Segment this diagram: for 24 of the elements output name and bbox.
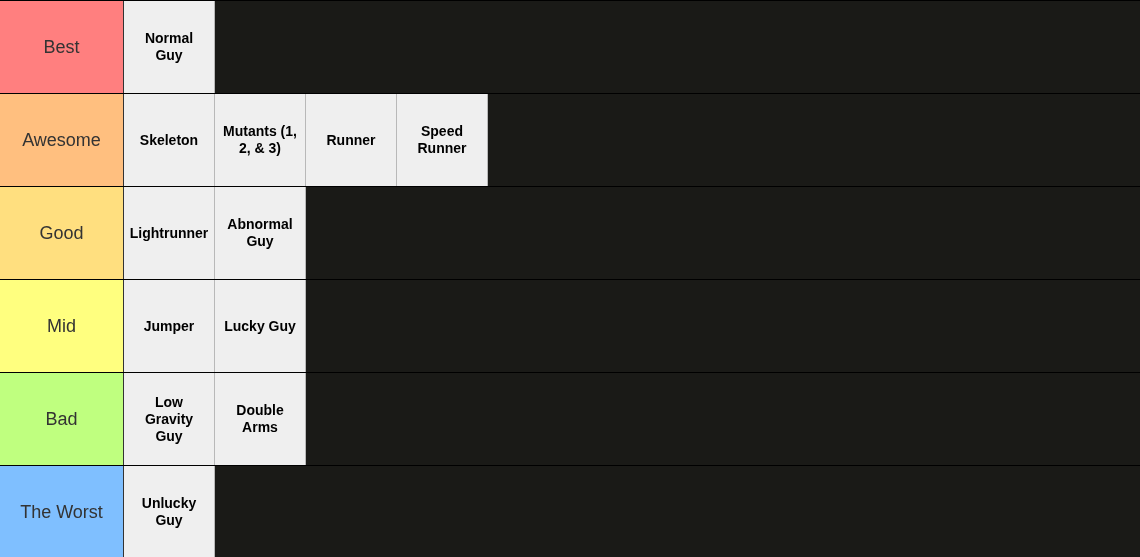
item-tile: Double Arms [215,373,306,465]
item-tile: Speed Runner [397,94,488,186]
tier-row [0,93,1140,186]
item-tile: Abnormal Guy [215,187,306,279]
item-tile: Mutants (1, 2, & 3) [215,94,306,186]
item-tile: Skeleton [124,94,215,186]
tier-row [0,0,1140,93]
tier-label: Good [0,187,124,279]
tier-label: The Worst [0,466,124,557]
item-tile: Runner [306,94,397,186]
item-tile: Unlucky Guy [124,466,215,557]
item-tile: Low Gravity Guy [124,373,215,465]
tier-row [0,465,1140,557]
item-tile: Normal Guy [124,1,215,93]
tier-row [0,372,1140,465]
tier-label: Awesome [0,94,124,186]
tier-row [0,279,1140,372]
tier-label: Mid [0,280,124,372]
item-tile: Lucky Guy [215,280,306,372]
tier-label: Best [0,1,124,93]
tier-label: Bad [0,373,124,465]
item-tile: Jumper [124,280,215,372]
tier-row [0,186,1140,279]
item-tile: Lightrunner [124,187,215,279]
